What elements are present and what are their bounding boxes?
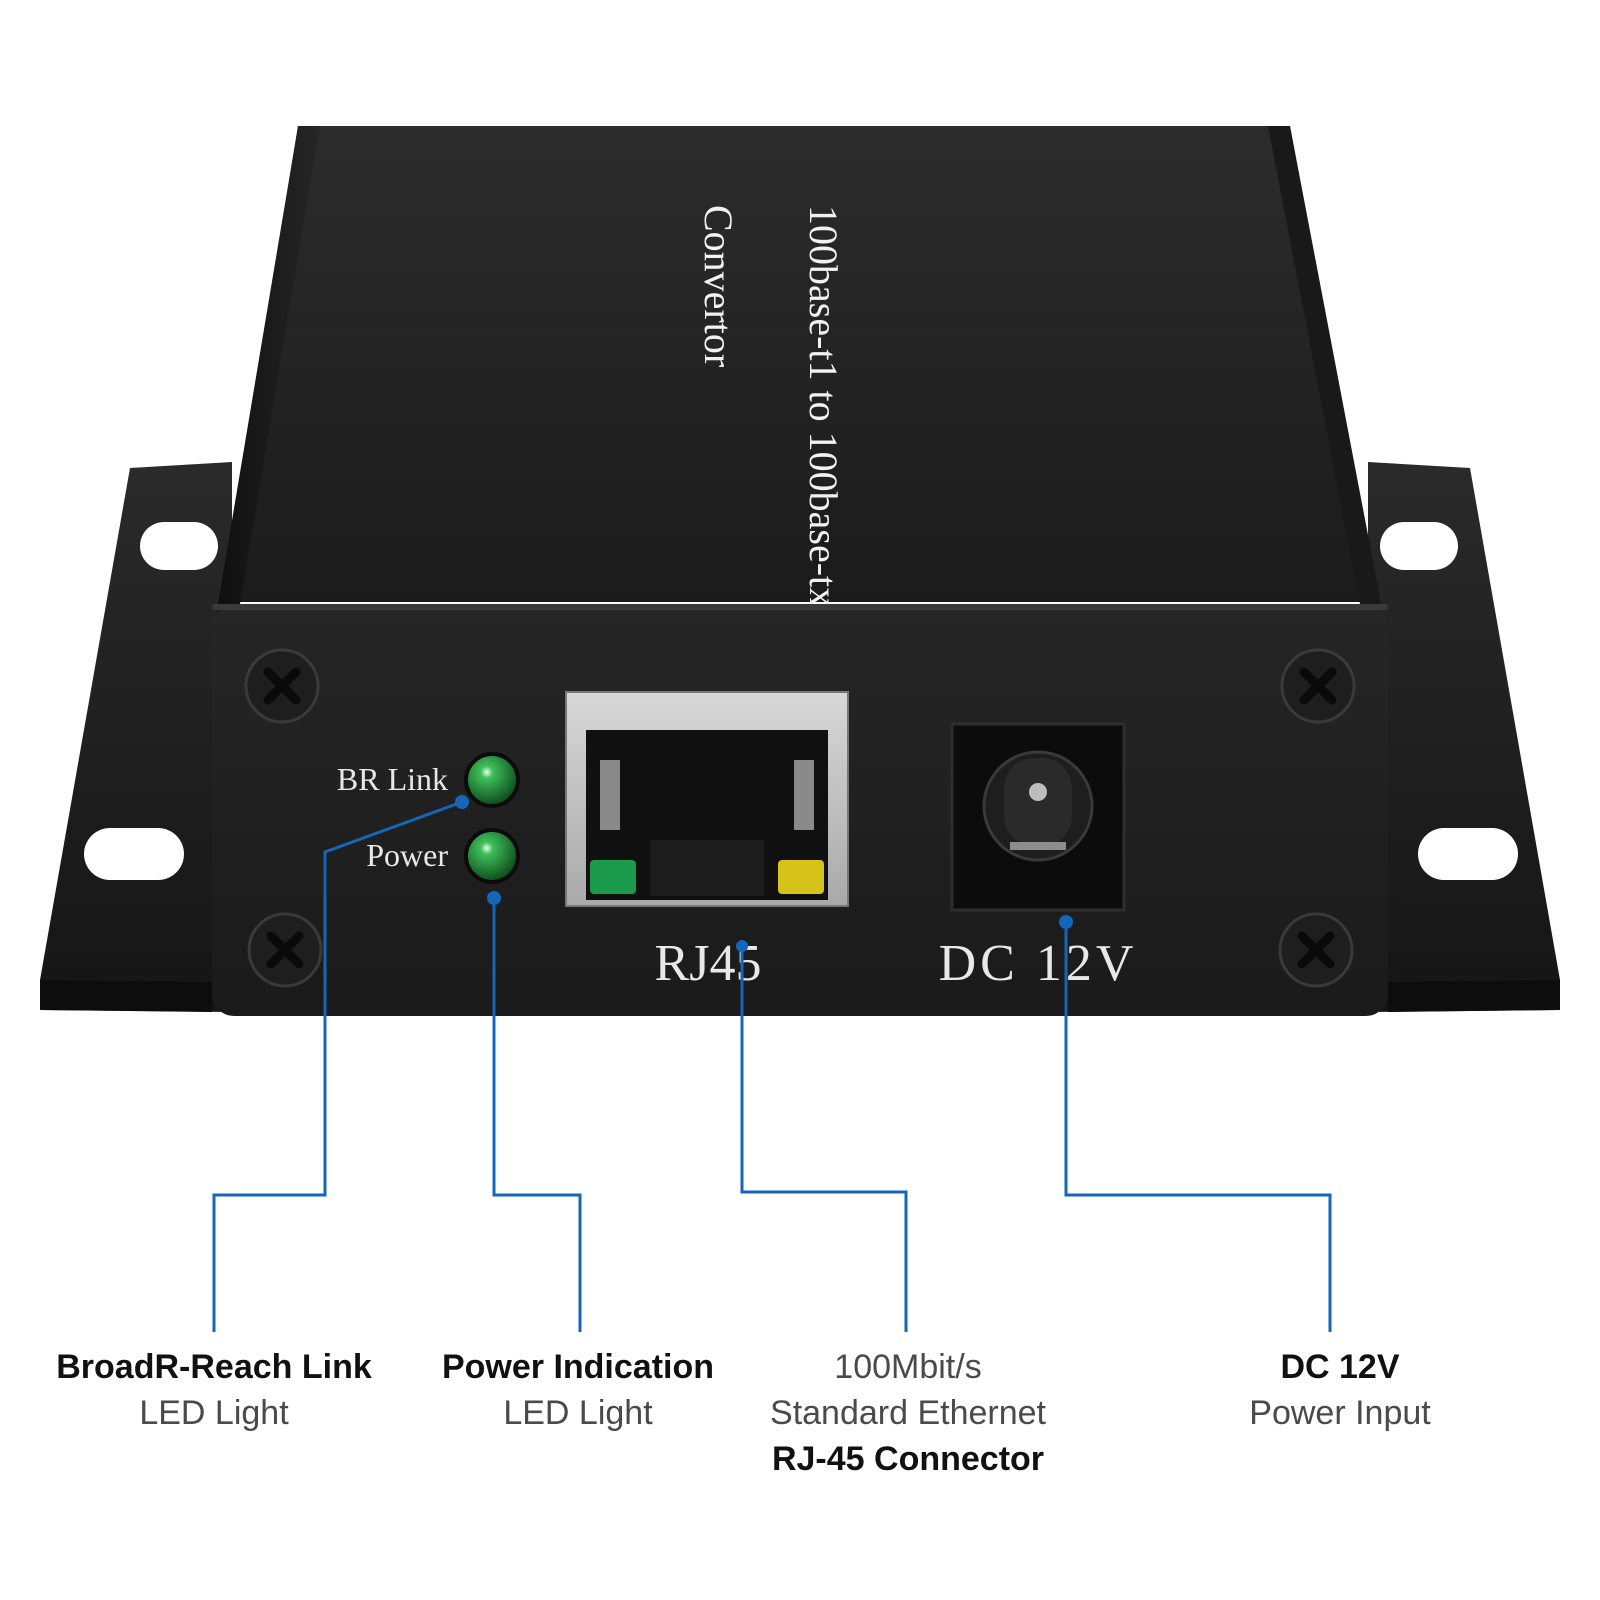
callout-rj45-line3: RJ-45 Connector — [771, 1440, 1045, 1478]
flange-slot-upper-right — [1380, 522, 1458, 570]
callout-br-link-title: BroadR-Reach Link — [56, 1348, 372, 1386]
rj45-led-green — [590, 860, 636, 894]
mounting-flange-left — [40, 462, 232, 1012]
mounting-flange-right — [1368, 462, 1560, 1012]
callout-rj45-line1: 100Mbit/s — [834, 1348, 982, 1386]
callout-power-subtitle: LED Light — [503, 1394, 653, 1432]
screw-bottom-left — [247, 912, 323, 988]
callout-rj45-line2: Standard Ethernet — [770, 1394, 1046, 1432]
rj45-port — [565, 691, 849, 907]
callout-power-title: Power Indication — [441, 1348, 715, 1386]
dc-jack — [950, 722, 1126, 912]
enclosure-side-right — [1268, 126, 1388, 640]
top-label-line2: Convertor — [696, 205, 741, 367]
top-label: 100base-t1 to 100base-tx Convertor — [696, 205, 846, 607]
flange-slot-lower-left — [84, 828, 184, 880]
callout-power: Power Indication LED Light — [418, 1344, 738, 1436]
callout-dc-title: DC 12V — [1280, 1348, 1400, 1386]
callout-br-link-subtitle: LED Light — [139, 1394, 289, 1432]
rj45-led-yellow — [778, 860, 824, 894]
led-br-link-label: BR Link — [337, 761, 448, 797]
leader-line-br-link — [212, 800, 463, 1332]
flange-slot-upper-left — [140, 522, 218, 570]
screw-top-left — [244, 648, 320, 724]
flange-slot-lower-right — [1418, 828, 1518, 880]
screw-top-right — [1280, 648, 1356, 724]
leader-line-rj45 — [740, 946, 908, 1332]
callout-rj45: 100Mbit/s Standard Ethernet RJ-45 Connec… — [748, 1344, 1068, 1482]
led-power — [464, 828, 520, 884]
leader-lines — [212, 800, 1332, 1332]
top-label-line1: 100base-t1 to 100base-tx — [801, 205, 846, 607]
leader-line-dc — [1064, 922, 1332, 1332]
leader-line-power — [492, 898, 582, 1332]
leader-dots — [455, 795, 1073, 952]
callout-dc-subtitle: Power Input — [1249, 1394, 1431, 1432]
dc-panel-label: DC 12V — [939, 935, 1138, 992]
callout-dc: DC 12V Power Input — [1200, 1344, 1480, 1436]
enclosure-side-left — [212, 126, 320, 640]
callout-br-link: BroadR-Reach Link LED Light — [24, 1344, 404, 1436]
screw-bottom-right — [1278, 912, 1354, 988]
enclosure-top — [222, 126, 1375, 602]
led-br-link — [464, 752, 520, 808]
led-power-label: Power — [366, 837, 448, 873]
